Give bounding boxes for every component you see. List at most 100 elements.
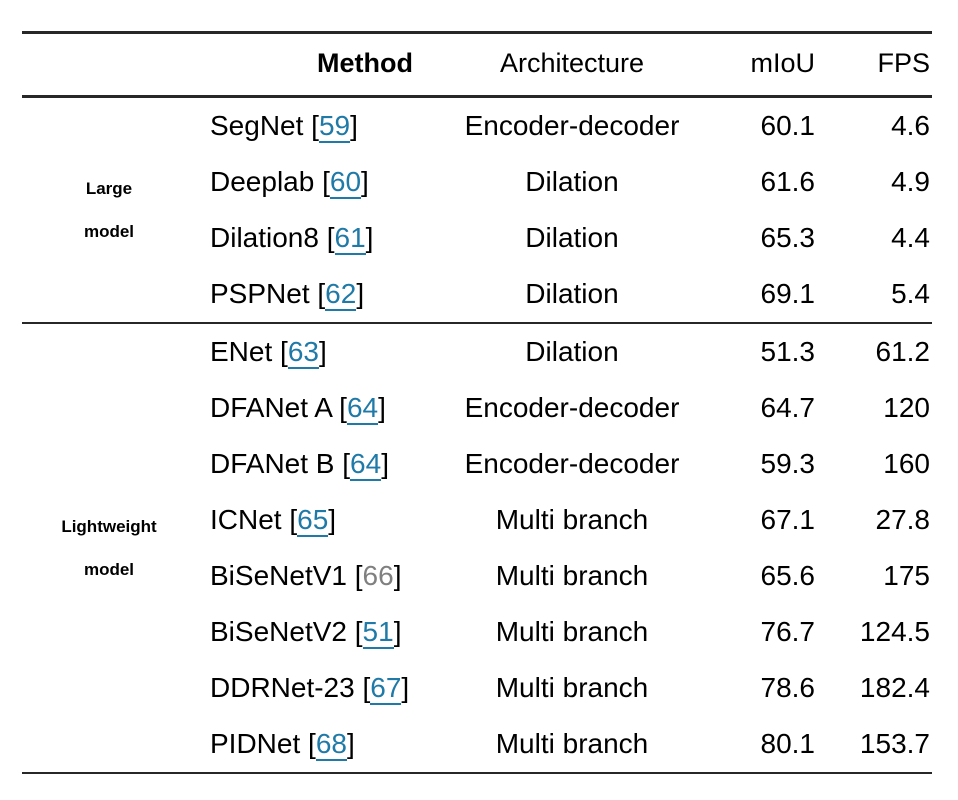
citation-bracket-close: ]	[381, 448, 389, 479]
cell-architecture: Multi branch	[495, 616, 649, 647]
method-name: PIDNet	[210, 728, 309, 759]
cell-miou: 61.6	[760, 166, 816, 197]
column-header-fps: FPS	[829, 31, 932, 98]
row-group-label-line: model	[83, 222, 135, 241]
segmentation-methods-table: Method Architecture mIoU FPS Large model S…	[22, 31, 932, 774]
header-row: Method Architecture mIoU FPS	[22, 31, 932, 98]
cell-miou: 65.6	[760, 560, 816, 591]
citation-link[interactable]: 67	[370, 672, 402, 705]
column-header-architecture: Architecture	[427, 31, 717, 98]
method-name: DFANet A	[210, 392, 340, 423]
comparison-table-container: Method Architecture mIoU FPS Large model S…	[22, 31, 932, 774]
method-name: BiSeNetV2	[210, 616, 355, 647]
cell-architecture: Multi branch	[495, 560, 649, 591]
cell-fps: 61.2	[875, 336, 931, 367]
citation-bracket-open: [	[322, 166, 330, 197]
cell-miou: 76.7	[760, 616, 816, 647]
method-name: ENet	[210, 336, 281, 367]
cell-architecture: Encoder-decoder	[464, 448, 680, 479]
cell-method: Deeplab [60]	[210, 154, 427, 210]
citation-link[interactable]: 65	[297, 504, 329, 537]
cell-fps: 4.9	[891, 166, 930, 197]
table-row: BiSeNetV1 [66] Multi branch 65.6 175	[22, 548, 932, 604]
table-header: Method Architecture mIoU FPS	[22, 31, 932, 98]
cell-fps: 124.5	[859, 616, 930, 647]
citation-bracket-close: ]	[346, 728, 355, 759]
cell-architecture: Dilation	[525, 222, 619, 253]
column-header-miou: mIoU	[717, 31, 829, 98]
citation-link[interactable]: 61	[334, 222, 366, 255]
citation-link[interactable]: 60	[329, 166, 362, 199]
citation-bracket-open: [	[280, 336, 288, 367]
cell-miou: 65.3	[760, 222, 816, 253]
citation-bracket-open: [	[317, 278, 326, 309]
citation-bracket-open: [	[326, 222, 335, 253]
row-group-label-line: Large	[85, 178, 133, 198]
cell-architecture: Dilation	[525, 166, 619, 197]
cell-miou: 67.1	[760, 504, 816, 535]
cell-fps: 5.4	[829, 266, 932, 324]
citation-link[interactable]: 64	[346, 392, 379, 425]
row-group-label: Large model	[22, 96, 210, 324]
column-header-group	[22, 31, 210, 98]
cell-miou: 64.7	[760, 392, 816, 423]
cell-fps: 160	[883, 448, 930, 479]
cell-fps: 175	[883, 560, 930, 591]
citation-bracket-close: ]	[356, 278, 365, 309]
citation-bracket-close: ]	[401, 672, 410, 703]
cell-fps: 182.4	[859, 672, 930, 703]
method-name: Dilation8	[210, 222, 327, 253]
citation-link: 66	[362, 560, 394, 591]
method-name: SegNet	[210, 110, 312, 141]
citation-bracket-open: [	[362, 672, 371, 703]
citation-bracket-close: ]	[328, 504, 337, 535]
citation-link[interactable]: 62	[325, 278, 357, 311]
cell-method: DFANet B [64]	[210, 436, 427, 492]
method-name: PSPNet	[210, 278, 318, 309]
cell-fps: 4.6	[891, 110, 930, 141]
cell-method: BiSeNetV2 [51]	[210, 604, 427, 660]
table-row: DFANet B [64] Encoder-decoder 59.3 160	[22, 436, 932, 492]
cell-method: DFANet A [64]	[210, 380, 427, 436]
method-name: BiSeNetV1	[210, 560, 355, 591]
citation-link[interactable]: 64	[350, 448, 382, 481]
cell-method: ENet [63]	[210, 323, 427, 380]
cell-architecture: Multi branch	[495, 504, 649, 535]
citation-bracket-open: [	[308, 728, 316, 759]
citation-link[interactable]: 51	[362, 616, 394, 649]
cell-miou: 51.3	[760, 336, 816, 367]
citation-link[interactable]: 63	[287, 336, 319, 369]
cell-architecture: Multi branch	[495, 672, 649, 703]
citation-bracket-close: ]	[361, 166, 369, 197]
citation-bracket-open: [	[311, 110, 319, 141]
cell-miou: 69.1	[717, 266, 829, 324]
citation-link[interactable]: 68	[315, 728, 347, 761]
citation-bracket-close: ]	[365, 222, 374, 253]
citation-bracket-close: ]	[393, 560, 402, 591]
method-name: Deeplab	[210, 166, 323, 197]
citation-bracket-open: [	[289, 504, 298, 535]
cell-fps: 153.7	[829, 716, 932, 774]
table-row: BiSeNetV2 [51] Multi branch 76.7 124.5	[22, 604, 932, 660]
citation-bracket-close: ]	[378, 392, 386, 423]
cell-miou: 59.3	[760, 448, 816, 479]
citation-link[interactable]: 59	[318, 110, 351, 143]
row-group-label-line: model	[83, 560, 135, 579]
cell-fps: 4.4	[891, 222, 930, 253]
cell-method: BiSeNetV1 [66]	[210, 548, 427, 604]
citation-bracket-close: ]	[318, 336, 327, 367]
citation-bracket-open: [	[339, 392, 347, 423]
cell-method: DDRNet-23 [67]	[210, 660, 427, 716]
citation-bracket-close: ]	[350, 110, 358, 141]
cell-method: Dilation8 [61]	[210, 210, 427, 266]
cell-architecture: Dilation	[427, 266, 717, 324]
cell-fps: 27.8	[875, 504, 931, 535]
cell-miou: 80.1	[717, 716, 829, 774]
row-group-label-line: Lightweight	[61, 516, 157, 536]
